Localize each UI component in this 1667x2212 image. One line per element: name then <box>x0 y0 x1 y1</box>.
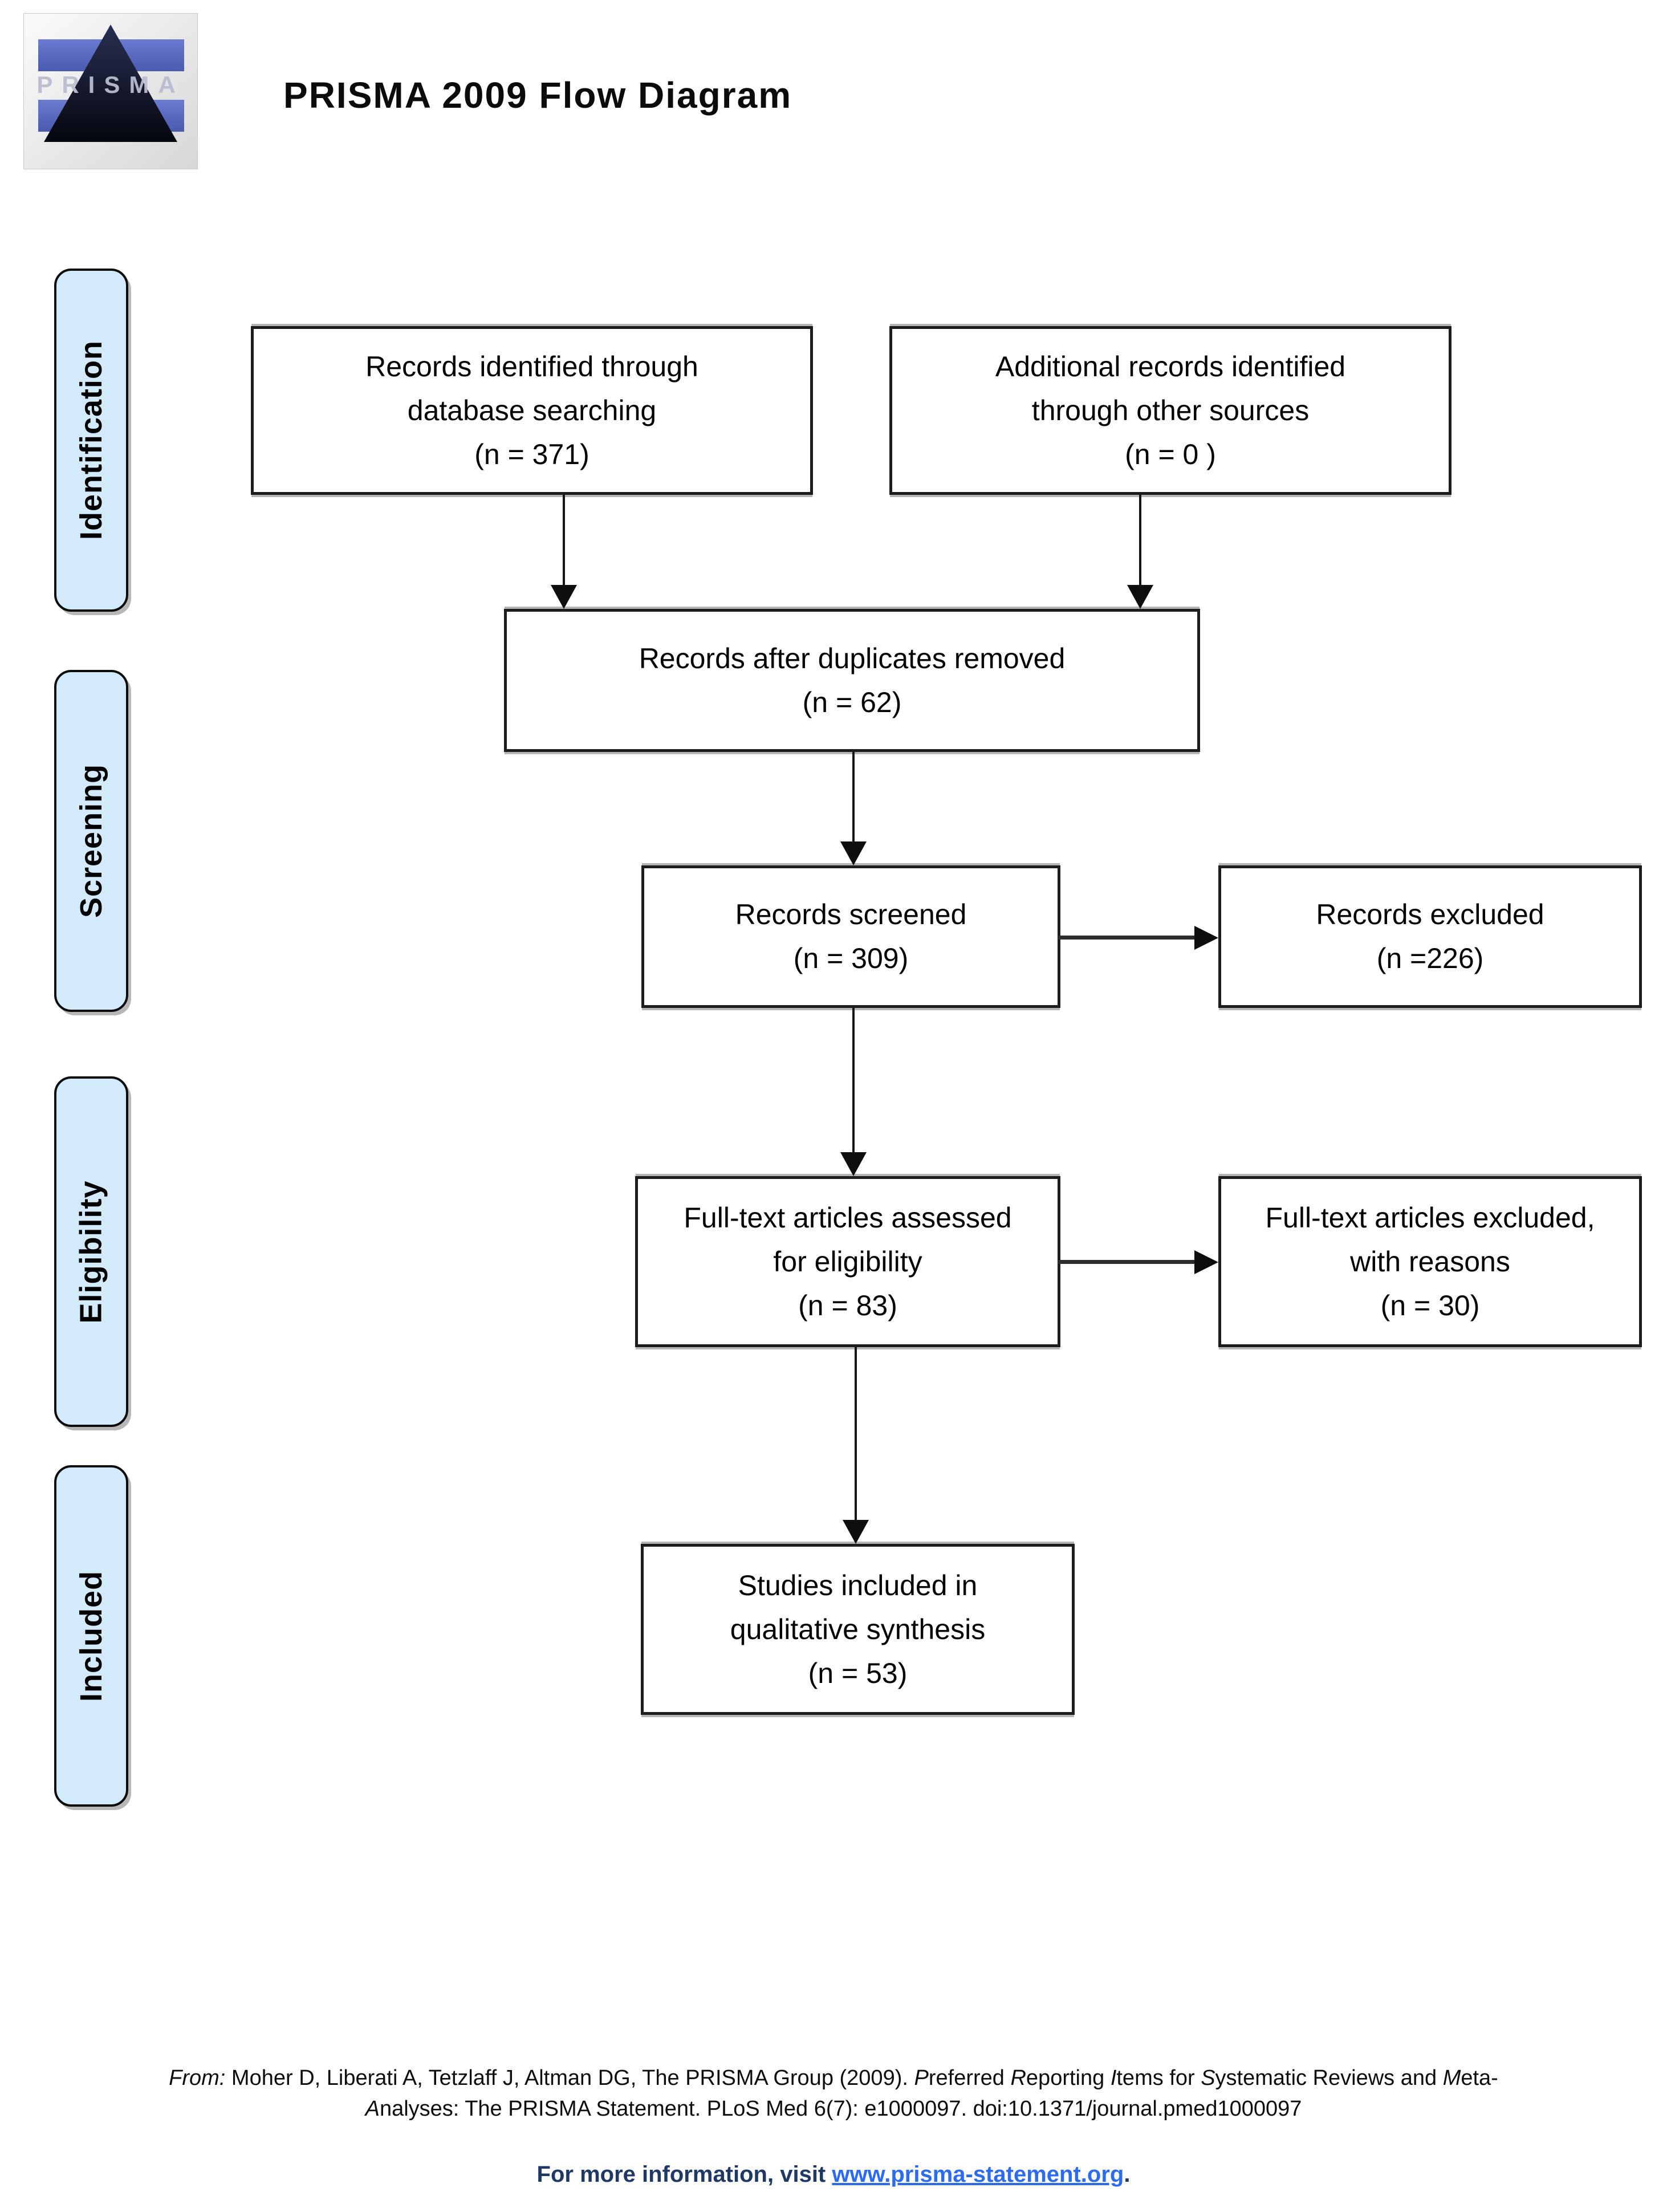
citation: From: Moher D, Liberati A, Tetzlaff J, A… <box>0 2063 1667 2124</box>
arrow-head-icon <box>840 841 867 865</box>
arrow-head-icon <box>1194 926 1218 950</box>
box-additional-records: Additional records identified through ot… <box>889 326 1451 495</box>
prisma-logo-image: PRISMA <box>23 13 198 170</box>
stage-label-text: Identification <box>74 340 108 540</box>
arrow-line <box>563 495 565 587</box>
stage-label-eligibility: Eligibility <box>54 1076 128 1427</box>
arrow-head-icon <box>551 585 577 609</box>
box-line: (n = 62) <box>802 686 902 718</box>
more-information-line: For more information, visit www.prisma-s… <box>0 2162 1667 2187</box>
arrow-head-icon <box>1127 585 1153 609</box>
box-line: Studies included in <box>738 1569 978 1601</box>
box-line: (n = 309) <box>793 942 909 974</box>
more-information-suffix: . <box>1124 2162 1131 2187</box>
page-title: PRISMA 2009 Flow Diagram <box>283 75 792 116</box>
box-line: qualitative synthesis <box>730 1613 986 1645</box>
box-fulltext-excluded: Full-text articles excluded, with reason… <box>1218 1176 1642 1347</box>
box-line: through other sources <box>1031 394 1310 426</box>
arrow-head-icon <box>843 1520 869 1544</box>
arrow-line <box>852 1008 855 1155</box>
arrow-line <box>852 752 855 843</box>
logo-wordmark: PRISMA <box>36 71 184 98</box>
more-information-text: For more information, visit <box>536 2162 832 2187</box>
box-line: with reasons <box>1350 1245 1510 1278</box>
prisma-logo: PRISMA <box>23 13 198 170</box>
box-line: (n = 53) <box>808 1657 908 1689</box>
box-line: Full-text articles assessed <box>684 1201 1012 1234</box>
box-line: Full-text articles excluded, <box>1265 1201 1595 1234</box>
box-fulltext-assessed: Full-text articles assessed for eligibil… <box>635 1176 1060 1347</box>
arrow-line <box>1139 495 1141 587</box>
stage-label-text: Included <box>74 1570 109 1702</box>
box-line: (n = 83) <box>798 1289 897 1321</box>
box-line: (n = 30) <box>1380 1289 1480 1321</box>
stage-label-text: Eligibility <box>74 1180 108 1324</box>
box-line: Records excluded <box>1316 898 1544 930</box>
stage-label-text: Screening <box>74 763 108 918</box>
stage-label-screening: Screening <box>54 670 128 1012</box>
box-line: Records screened <box>735 898 967 930</box>
box-duplicates-removed: Records after duplicates removed (n = 62… <box>504 609 1200 752</box>
box-line: (n = 0 ) <box>1125 438 1216 470</box>
citation-line-1: From: Moher D, Liberati A, Tetzlaff J, A… <box>169 2066 1498 2090</box>
box-line: (n = 371) <box>474 438 589 470</box>
arrow-line <box>1058 1260 1196 1264</box>
prisma-statement-link[interactable]: www.prisma-statement.org <box>832 2162 1124 2187</box>
box-line: Additional records identified <box>995 350 1346 383</box>
arrow-line <box>855 1347 857 1521</box>
logo-triangle <box>44 25 177 142</box>
box-line: database searching <box>407 394 657 426</box>
arrow-head-icon <box>1194 1250 1218 1274</box>
box-line: for eligibility <box>773 1245 922 1278</box>
box-records-identified: Records identified through database sear… <box>251 326 813 495</box>
box-records-screened: Records screened (n = 309) <box>641 865 1060 1008</box>
box-line: Records after duplicates removed <box>639 642 1066 674</box>
citation-line-2: Analyses: The PRISMA Statement. PLoS Med… <box>365 2097 1302 2121</box>
stage-label-included: Included <box>54 1465 128 1807</box>
arrow-head-icon <box>840 1152 867 1176</box>
box-line: (n =226) <box>1376 942 1484 974</box>
box-line: Records identified through <box>365 350 698 383</box>
box-studies-included: Studies included in qualitative synthesi… <box>641 1544 1075 1715</box>
box-records-excluded: Records excluded (n =226) <box>1218 865 1642 1008</box>
stage-label-identification: Identification <box>54 269 128 612</box>
arrow-line <box>1058 936 1196 940</box>
